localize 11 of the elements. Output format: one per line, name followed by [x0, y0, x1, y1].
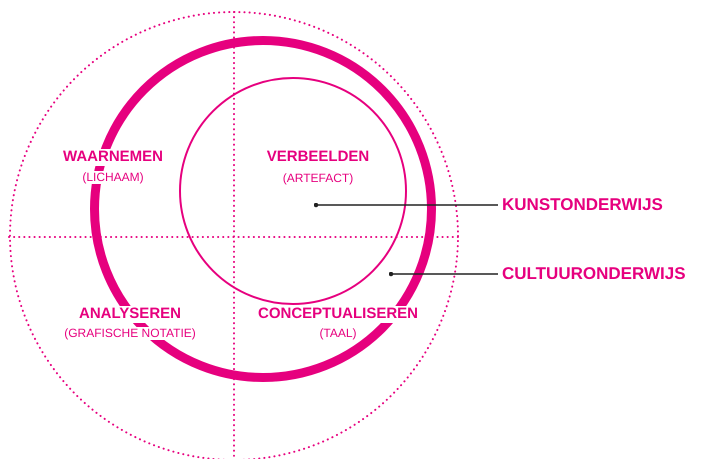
- quadrant-subtitle: (GRAFISCHE NOTATIE): [62, 327, 198, 340]
- quadrant-title: WAARNEMEN: [61, 149, 165, 166]
- quadrant-title: ANALYSEREN: [77, 306, 183, 322]
- leader-label: KUNSTONDERWIJS: [502, 195, 663, 215]
- quadrant-subtitle: (LICHAAM): [80, 171, 146, 184]
- leader-line: [388, 272, 498, 276]
- leader-line: [314, 202, 498, 208]
- quadrant-subtitle: (TAAL): [317, 327, 359, 340]
- quadrant-subtitle: (ARTEFACT): [280, 172, 356, 186]
- leader-label: CULTUURONDERWIJS: [502, 264, 686, 284]
- quadrant-title: CONCEPTUALISEREN: [256, 306, 420, 322]
